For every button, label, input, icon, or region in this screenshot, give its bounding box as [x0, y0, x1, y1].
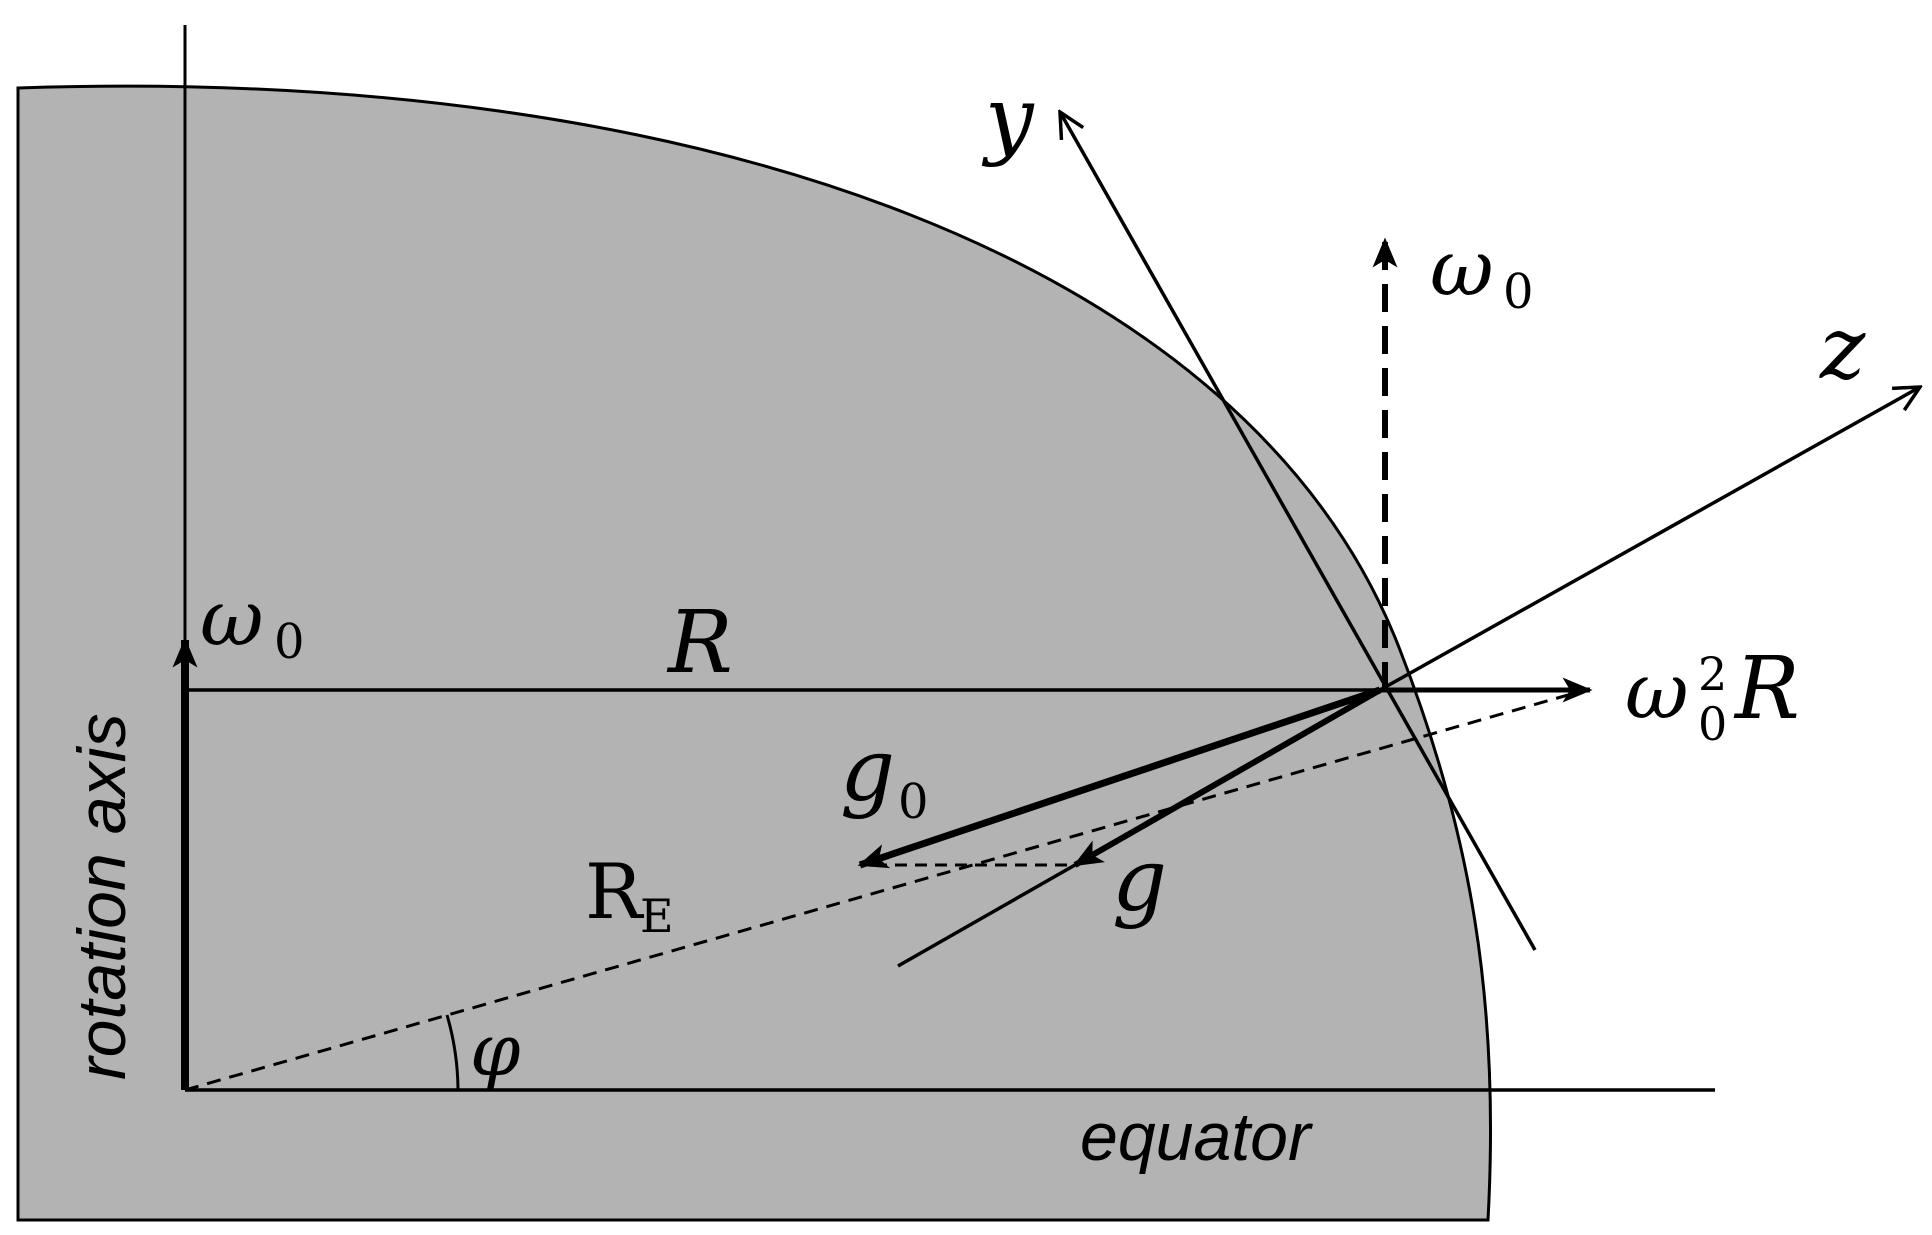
svg-text:0: 0: [898, 774, 929, 830]
omega-axis-label: ω 0: [200, 574, 305, 670]
svg-text:0: 0: [1698, 697, 1727, 751]
latitude-arc: [445, 1014, 460, 1091]
svg-text:R: R: [585, 847, 645, 936]
y-axis-arrow: [1060, 112, 1537, 951]
svg-text:0: 0: [1503, 264, 1534, 320]
g-label: g: [1112, 831, 1167, 931]
earth-radius-label: R E: [585, 847, 674, 943]
earth-quadrant: [16, 84, 1493, 1222]
y-axis-label: y: [981, 69, 1035, 169]
equator-label: equator: [1080, 1099, 1313, 1175]
svg-text:g: g: [840, 721, 895, 821]
g-arrow: [1072, 687, 1382, 868]
omega-local-label: ω 0: [1430, 224, 1534, 320]
g0-label: g 0: [840, 721, 929, 830]
rotation-axis-label: rotation axis: [64, 713, 140, 1080]
svg-text:E: E: [640, 889, 674, 943]
g-extension-line: [897, 863, 1076, 968]
earth-radius-dashed: [184, 693, 1569, 1092]
svg-text:ω: ω: [1430, 224, 1494, 314]
z-axis-arrow: [1379, 387, 1920, 692]
svg-text:ω: ω: [1625, 647, 1689, 737]
g0-arrow: [857, 686, 1382, 869]
centrifugal-label: ω 2 0 R: [1625, 639, 1800, 751]
svg-text:2: 2: [1698, 647, 1727, 701]
z-axis-label: z: [1819, 299, 1866, 399]
radius-label: R: [666, 593, 733, 693]
svg-text:R: R: [1733, 639, 1800, 739]
svg-text:0: 0: [274, 614, 305, 670]
svg-text:ω: ω: [200, 574, 264, 664]
latitude-label: φ: [470, 1008, 521, 1092]
